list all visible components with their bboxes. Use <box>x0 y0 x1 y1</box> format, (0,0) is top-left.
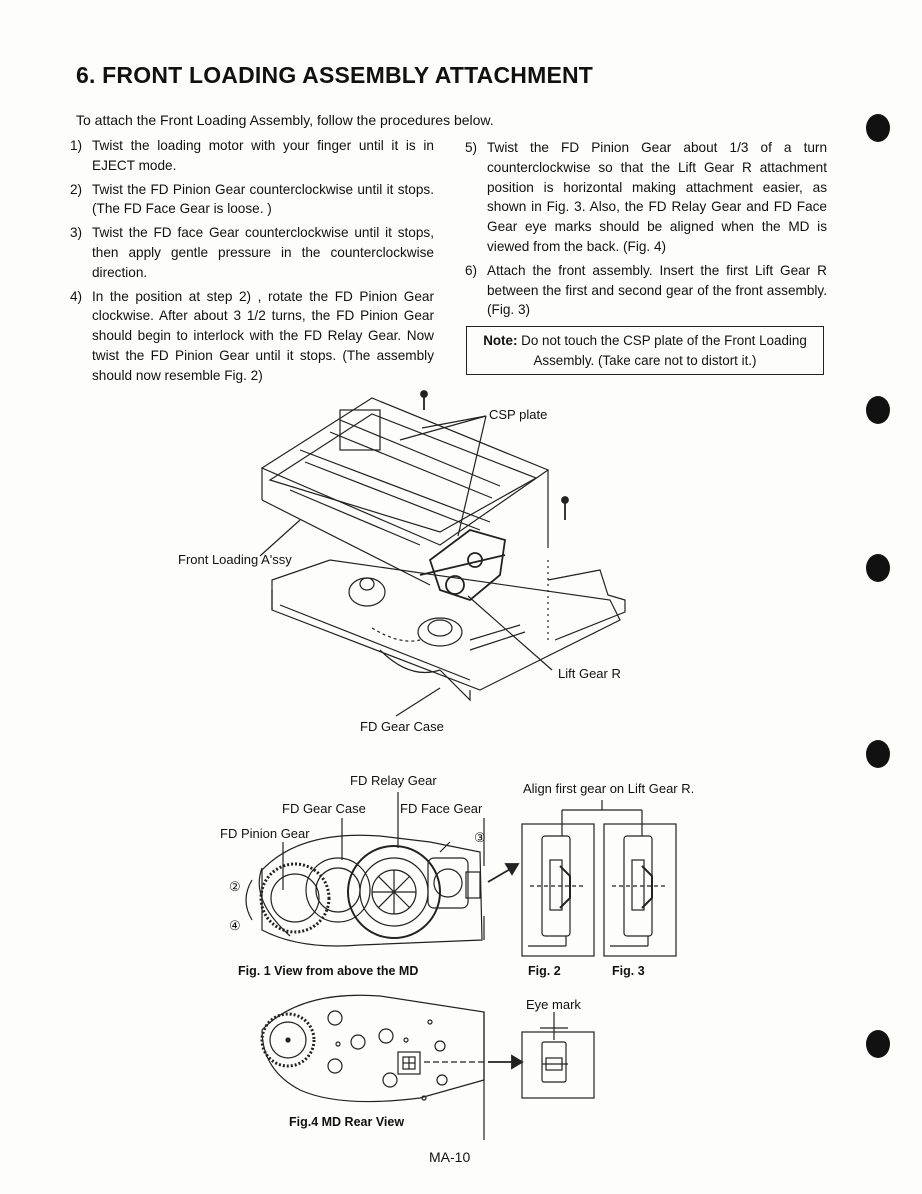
page-number: MA-10 <box>429 1149 471 1165</box>
binder-hole <box>866 1030 890 1058</box>
fig1-caption: Fig. 1 View from above the MD <box>238 964 419 978</box>
step-number: 6) <box>465 262 478 278</box>
step-text: Twist the loading motor with your finger… <box>92 138 434 173</box>
binder-hole <box>866 554 890 582</box>
note-box: Note: Do not touch the CSP plate of the … <box>466 326 824 375</box>
step-number: 3) <box>70 225 83 241</box>
step-text: Twist the FD Pinion Gear about 1/3 of a … <box>487 140 827 254</box>
fd-gear-case-label: FD Gear Case <box>360 719 444 734</box>
step-item: 5) Twist the FD Pinion Gear about 1/3 of … <box>465 138 827 257</box>
step-text: Twist the FD Pinion Gear counterclockwis… <box>92 181 434 217</box>
step-number: 2) <box>70 181 83 197</box>
fd-face-gear-label: FD Face Gear <box>400 801 483 816</box>
step-item: 6) Attach the front assembly. Insert the … <box>465 261 827 320</box>
fig2-caption: Fig. 2 <box>528 964 561 978</box>
fig3-caption: Fig. 3 <box>612 964 645 978</box>
lift-gear-label: Lift Gear R <box>558 666 621 681</box>
step-item: 2) Twist the FD Pinion Gear counterclockw… <box>70 180 434 220</box>
step-text: In the position at step 2) , rotate the … <box>92 288 434 383</box>
align-label: Align first gear on Lift Gear R. <box>523 781 695 796</box>
steps-right-column: 5) Twist the FD Pinion Gear about 1/3 of … <box>465 138 827 324</box>
step-number: 5) <box>465 140 478 155</box>
binder-hole <box>866 114 890 142</box>
csp-plate-label: CSP plate <box>489 407 548 422</box>
note-label: Note: <box>483 333 518 348</box>
steps-left-column: 1) Twist the loading motor with your fing… <box>70 136 434 390</box>
step-item: 4) In the position at step 2) , rotate th… <box>70 287 434 386</box>
fd-pinion-gear-label: FD Pinion Gear <box>220 826 310 841</box>
fd-relay-gear-label: FD Relay Gear <box>350 773 437 788</box>
marker-3: ③ <box>474 830 486 845</box>
eye-mark-label: Eye mark <box>526 997 581 1012</box>
fd-gear-case-label: FD Gear Case <box>282 801 366 816</box>
step-number: 1) <box>70 138 83 153</box>
step-text: Attach the front assembly. Insert the fi… <box>487 262 827 318</box>
step-number: 4) <box>70 288 83 304</box>
step-text: Twist the FD face Gear counterclockwise … <box>92 225 434 280</box>
note-text: Do not touch the CSP plate of the Front … <box>521 333 807 368</box>
intro-text: To attach the Front Loading Assembly, fo… <box>76 112 494 128</box>
front-loading-label: Front Loading A'ssy <box>178 552 292 567</box>
fig4-caption: Fig.4 MD Rear View <box>289 1115 405 1129</box>
step-item: 1) Twist the loading motor with your fing… <box>70 136 434 176</box>
marker-4: ④ <box>229 918 241 933</box>
section-heading: 6. FRONT LOADING ASSEMBLY ATTACHMENT <box>76 62 594 88</box>
marker-2: ② <box>229 879 241 894</box>
step-item: 3) Twist the FD face Gear counterclockwis… <box>70 223 434 282</box>
binder-hole <box>866 740 890 768</box>
binder-hole <box>866 396 890 424</box>
